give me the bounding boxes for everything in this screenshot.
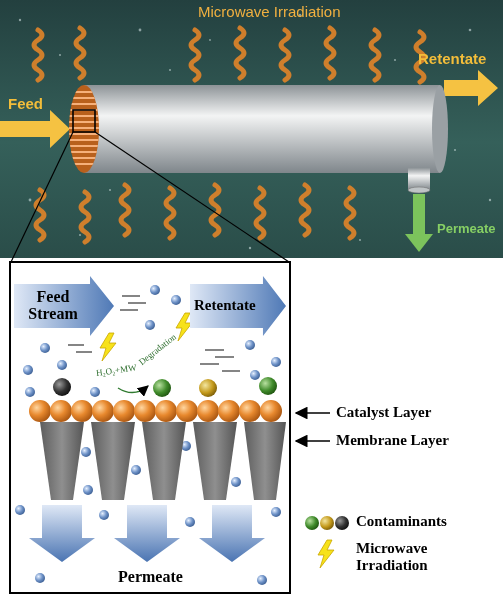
membrane-layer [40,422,286,500]
flow-arrow-box: Retentate [190,276,286,336]
flow-label: Retentate [418,50,486,67]
layer-callout: Catalyst Layer [336,404,431,421]
callout-arrows [296,413,330,441]
flow-arrow-text: Retentate [194,298,256,314]
degradation-arrow [118,386,148,393]
legend-samples [305,516,349,568]
flow-label: Permeate [437,222,496,237]
wave-title: Microwave Irradiation [198,3,341,20]
zoom-lines [11,132,289,262]
catalyst-layer [29,400,282,422]
permeate-arrow [405,194,433,252]
legend-text: Contaminants [356,513,496,530]
underwater-background [0,0,503,258]
flow-arrow-text: Feed Stream [18,289,88,323]
contaminants [53,377,277,397]
flow-label: Permeate [118,568,183,586]
retentate-arrow [444,70,498,106]
membrane-module [60,85,448,193]
layer-callout: Membrane Layer [336,432,449,449]
detail-panel [10,262,290,593]
legend-text: Microwave Irradiation [356,540,456,575]
permeate-flow-arrows [29,505,265,562]
water-molecules [15,285,281,585]
flow-arrow-box: Feed Stream [14,276,114,336]
flow-label: Feed [8,95,43,112]
feed-arrow [0,110,70,148]
